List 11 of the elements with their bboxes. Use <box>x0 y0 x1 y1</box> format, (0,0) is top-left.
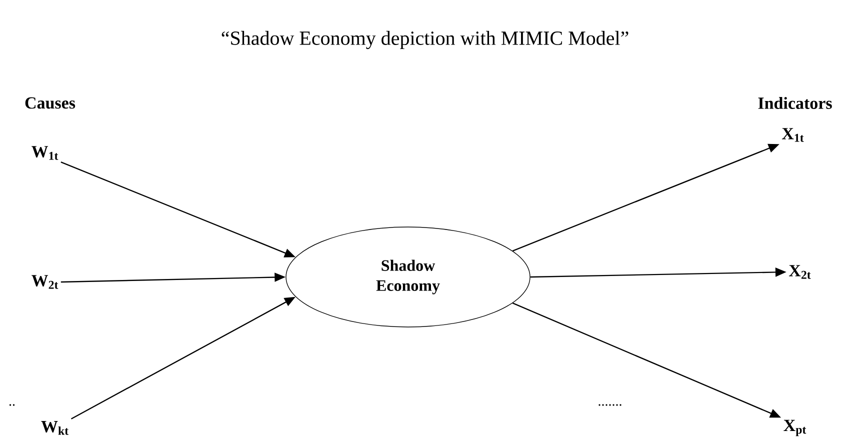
ellipsis: .. <box>9 404 15 406</box>
heading: Indicators <box>758 97 832 109</box>
title: “Shadow Economy depiction with MIMIC Model” <box>222 30 628 50</box>
variable-label: X$_{pt}$ <box>784 420 806 436</box>
variable-label: X$_{1t}$ <box>782 128 804 142</box>
variable-label: W$_{1t}$ <box>32 146 58 160</box>
ellipsis: ....... <box>598 404 622 406</box>
variable-label: X$_{2t}$ <box>788 265 811 279</box>
variable-label: W$_{kt}$ <box>41 421 68 435</box>
variable-label: W$_{2t}$ <box>32 275 58 289</box>
heading: Causes <box>25 97 76 109</box>
